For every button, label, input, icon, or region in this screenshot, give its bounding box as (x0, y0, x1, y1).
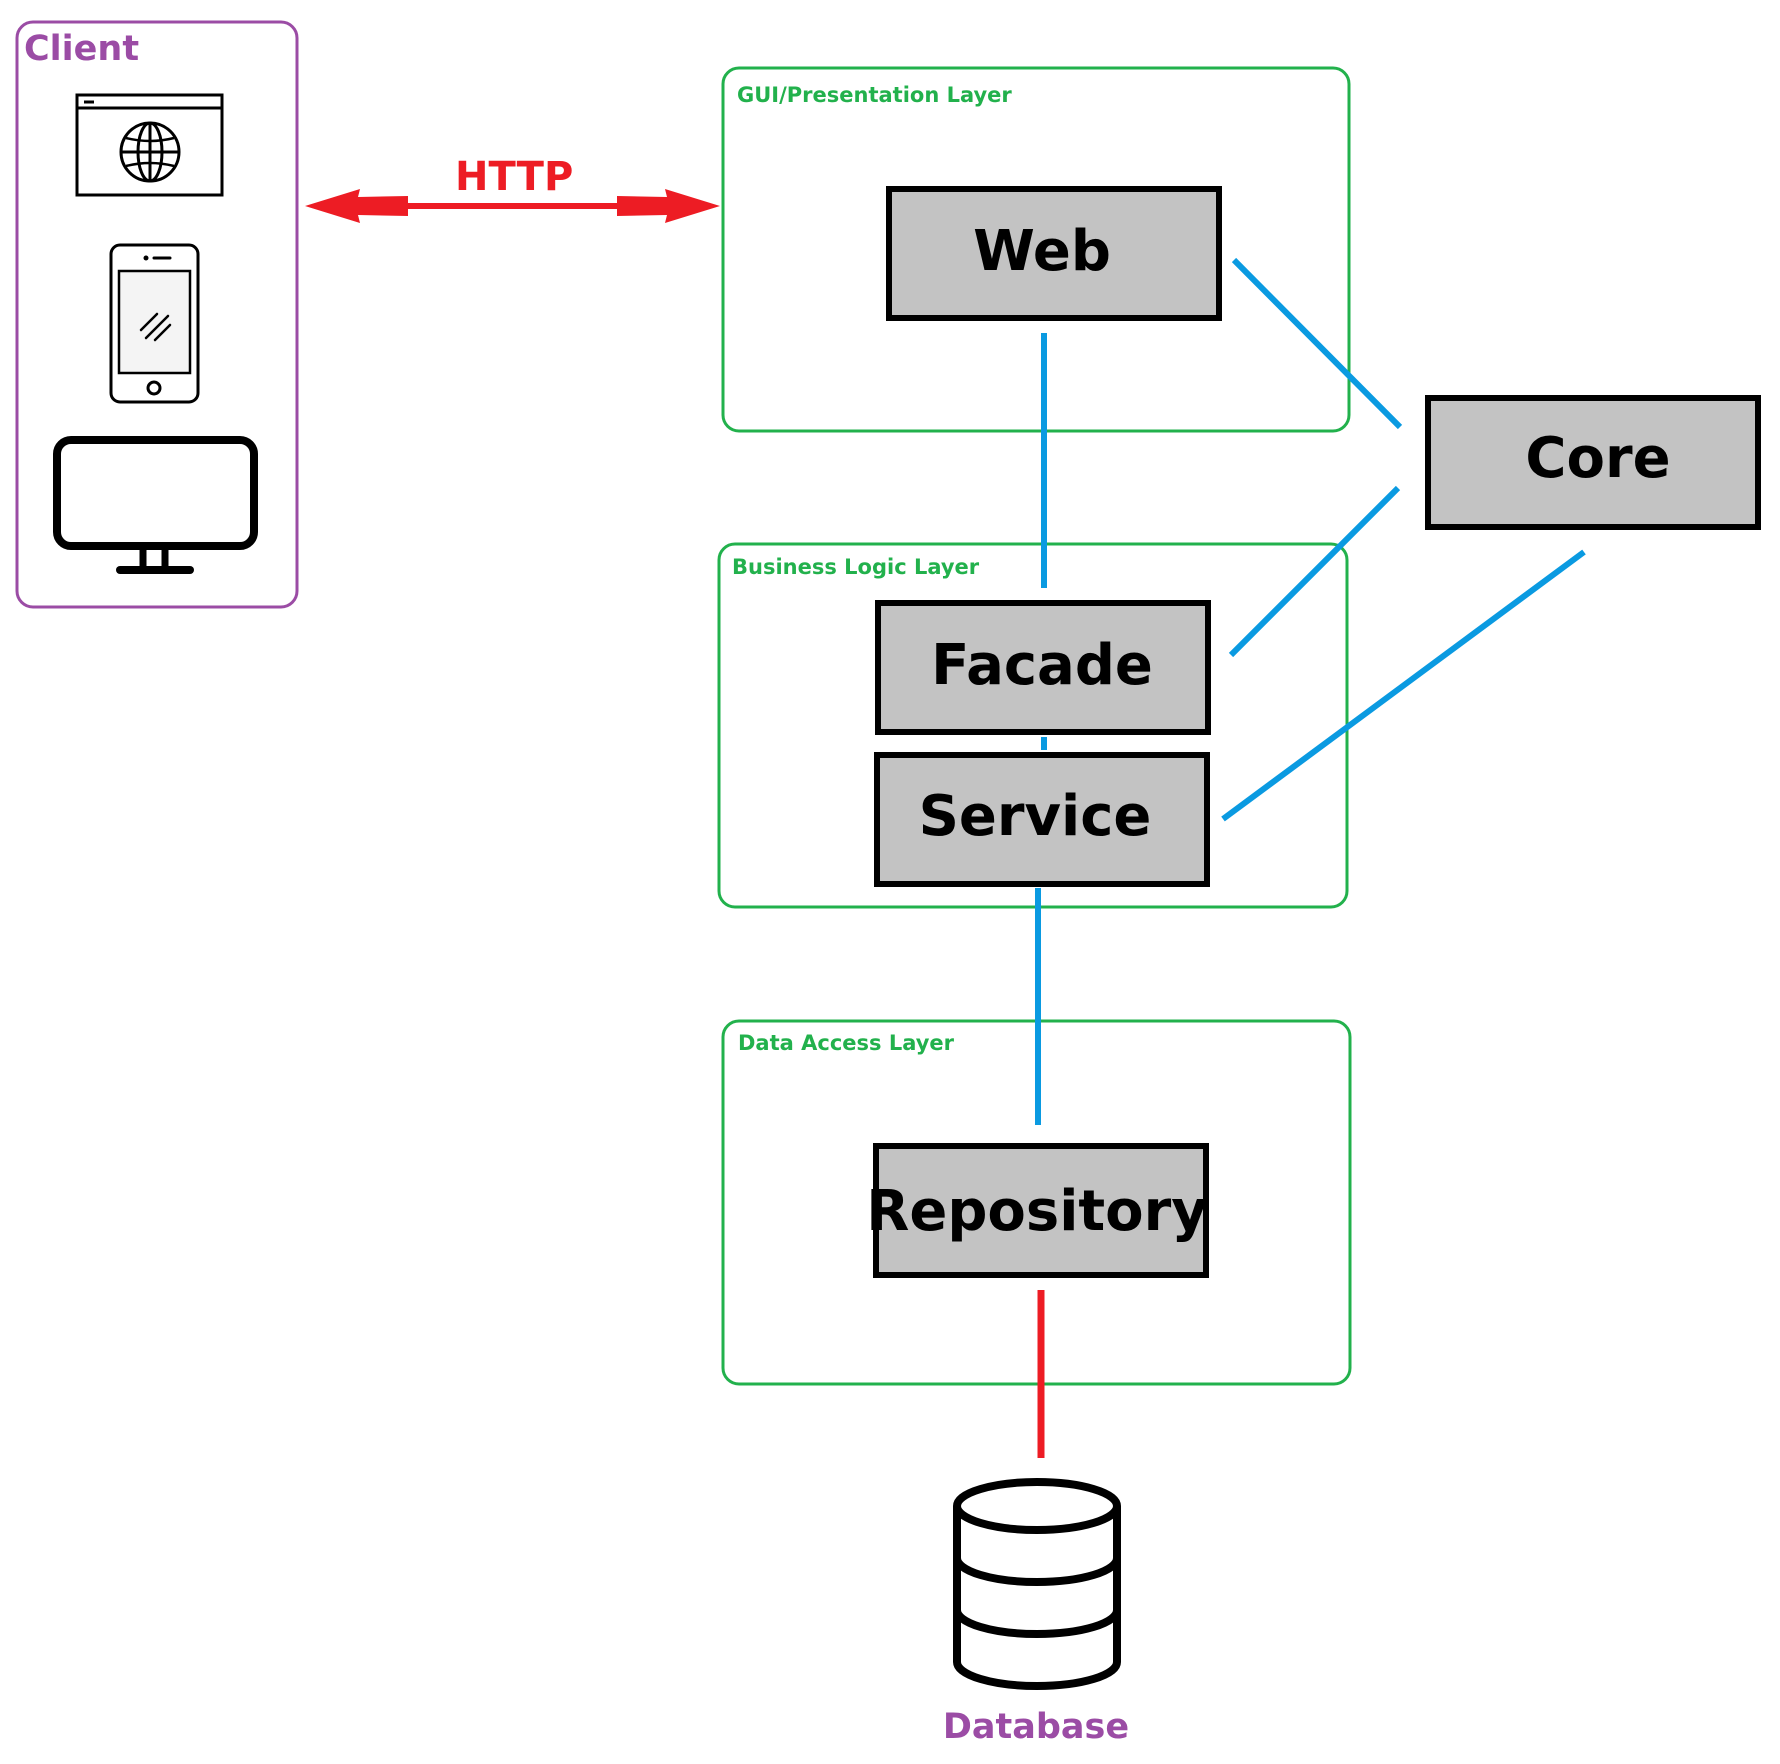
web-label: Web (973, 219, 1111, 284)
business-layer-label: Business Logic Layer (732, 555, 980, 579)
facade-component: Facade (875, 600, 1211, 735)
client-box (15, 20, 299, 609)
http-label: HTTP (455, 154, 573, 200)
web-core-link (1231, 257, 1403, 430)
repository-label: Repository (866, 1179, 1208, 1244)
repository-component: Repository (866, 1143, 1209, 1278)
client-group: Client (15, 20, 299, 609)
monitor-icon (53, 436, 258, 574)
gui-layer-box (721, 66, 1351, 433)
repository-box (873, 1143, 1209, 1278)
service-box (874, 752, 1210, 887)
http-arrow-head-right (617, 189, 720, 223)
browser-globe-icon (75, 93, 224, 197)
web-component: Web (886, 186, 1222, 321)
facade-core-link (1228, 485, 1401, 658)
gui-layer-label: GUI/Presentation Layer (737, 83, 1012, 107)
database-icon (953, 1478, 1121, 1690)
gui-layer: GUI/Presentation Layer (721, 66, 1351, 433)
http-connection: HTTP (305, 154, 720, 223)
smartphone-icon (109, 243, 200, 404)
service-component: Service (874, 752, 1210, 887)
core-label: Core (1525, 426, 1670, 491)
service-label: Service (919, 784, 1152, 849)
client-title: Client (24, 29, 139, 69)
facade-box (875, 600, 1211, 735)
facade-label: Facade (931, 633, 1153, 698)
http-arrow-head-left (305, 189, 408, 223)
data-access-layer-label: Data Access Layer (738, 1031, 955, 1055)
core-component: Core (1425, 395, 1761, 530)
core-box (1425, 395, 1761, 530)
database-label: Database (943, 1707, 1129, 1747)
connectors (1035, 257, 1586, 1125)
web-box (886, 186, 1222, 321)
service-core-link (1221, 549, 1586, 822)
